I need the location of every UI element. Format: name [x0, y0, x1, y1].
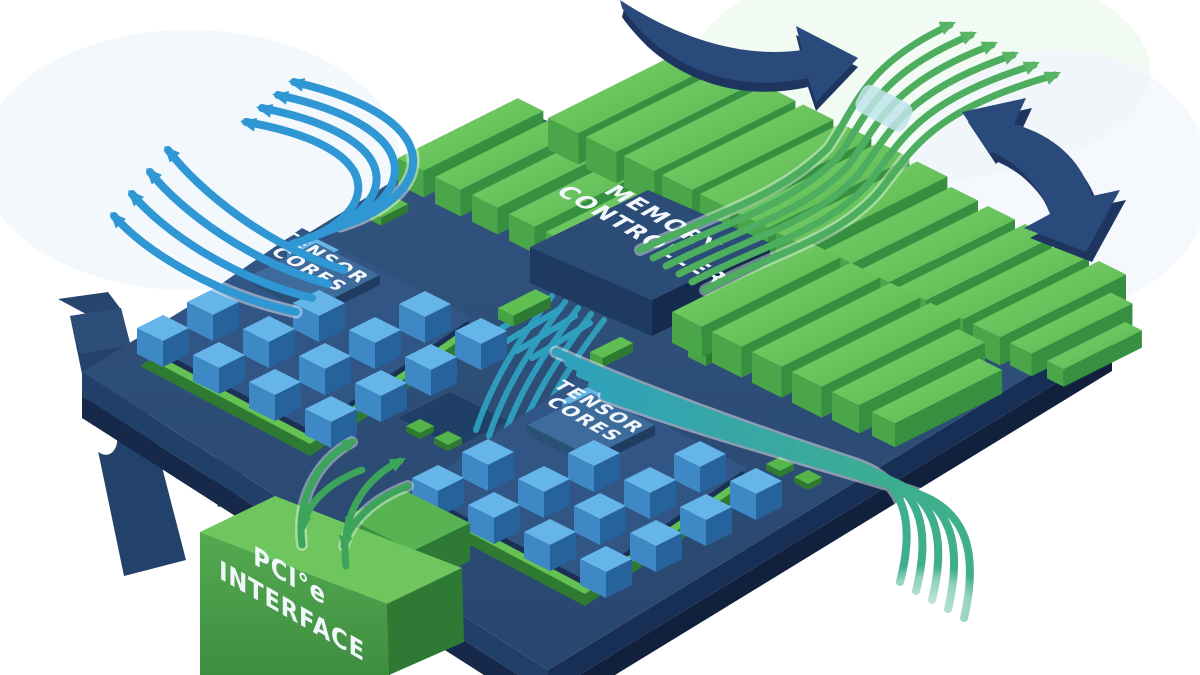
- green-arrow-line: [636, 21, 954, 254]
- trace: [514, 313, 578, 354]
- pcie-top-face: [200, 496, 462, 604]
- large-curved-arrow-top: [620, 0, 858, 111]
- teal-memory-streams: [549, 345, 995, 655]
- controller-face-left: [530, 247, 652, 336]
- green-arrow-line: [662, 41, 996, 270]
- blue-arrow-line: [146, 168, 332, 288]
- blue-fan-lower: [110, 146, 348, 316]
- stream-end-fade: [845, 565, 995, 655]
- trace: [529, 320, 593, 361]
- blue-arrow-line: [164, 146, 348, 274]
- teal-stream: [600, 392, 974, 622]
- board-pad-navy: [398, 392, 508, 447]
- double-headed-arrow-right: [962, 98, 1126, 262]
- green-arrow-line: [649, 31, 975, 262]
- blue-fan-upper: [242, 78, 418, 248]
- blue-arrow-fans: [104, 74, 420, 319]
- pcie-arrow-up: [297, 438, 356, 549]
- pcie-front-face: [200, 532, 390, 675]
- cyan-highlight-patch: [855, 84, 913, 132]
- blue-arrow-line: [290, 78, 418, 230]
- blue-arrow-line: [128, 190, 316, 302]
- green-arrow-line: [701, 71, 1059, 294]
- pcie-interface-box: PCI°e INTERFACE: [200, 489, 470, 675]
- blue-arrow-line: [110, 212, 300, 316]
- teal-stream-lines: [552, 348, 974, 622]
- glow-top-left: [0, 30, 400, 290]
- double-arrow-body: [962, 98, 1120, 252]
- green-fan-lines: [636, 21, 1059, 294]
- trace: [486, 299, 568, 439]
- tensor-core-array-2: TENSOR CORES: [412, 378, 782, 606]
- green-arrow-fan-top-right: [634, 15, 1064, 296]
- board-edge-right-deep: [548, 325, 1112, 675]
- tensor-core-array-1: TENSOR CORES: [137, 228, 507, 456]
- green-arrow-line: [688, 61, 1038, 286]
- board-edge-right-bottom: [579, 349, 1112, 675]
- board-arrow-teal: [738, 424, 784, 454]
- bracket-plate-top: [70, 308, 130, 354]
- pcie-side-face: [387, 568, 464, 675]
- green-arrow-line: [675, 51, 1017, 278]
- curved-arrow-body: [620, 0, 858, 102]
- trace: [499, 306, 563, 347]
- pcie-arrow-up: [341, 457, 404, 570]
- pcie-flow-arrows: [295, 432, 414, 570]
